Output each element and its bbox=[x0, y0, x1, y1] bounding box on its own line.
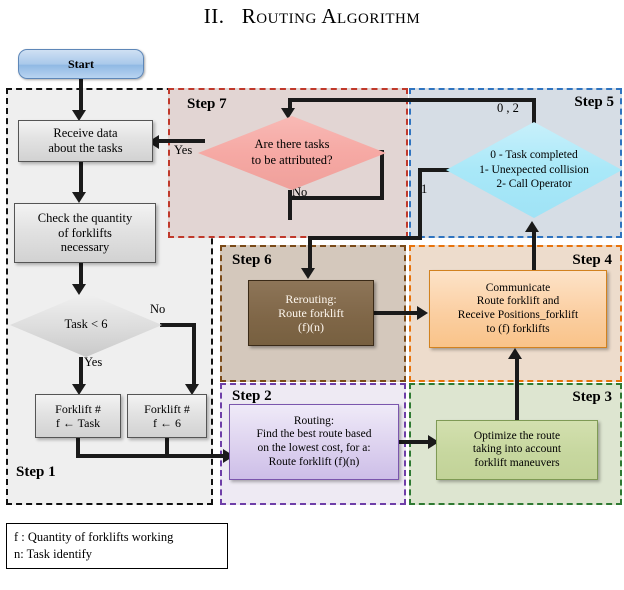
node-forklift-six-line2: f ← 6 bbox=[153, 416, 181, 430]
edge-task-yes-arrowhead bbox=[72, 384, 86, 395]
edge-step4-to-step5 bbox=[532, 228, 536, 272]
edge-step2-to-step3-arrowhead bbox=[428, 435, 439, 449]
edge-status-1-left2 bbox=[308, 236, 422, 240]
region-step-2-label: Step 2 bbox=[232, 388, 272, 404]
edge-step6-to-step4 bbox=[374, 311, 420, 315]
node-tasks-attributed-decision[interactable]: Are there tasks to be attributed? bbox=[198, 116, 386, 190]
node-communicate-line2: Route forklift and bbox=[476, 295, 560, 308]
node-rerouting[interactable]: Rerouting: Route forklift (f)(n) bbox=[248, 280, 374, 346]
node-communicate-line1: Communicate bbox=[485, 281, 551, 294]
node-check-quantity-line1: Check the quantity bbox=[37, 210, 133, 225]
node-optimize[interactable]: Optimize the route taking into account f… bbox=[436, 420, 598, 480]
node-rerouting-line1: Rerouting: bbox=[285, 291, 337, 306]
edge-step1-to-step2-arrowhead bbox=[223, 449, 234, 463]
region-step-1-label: Step 1 bbox=[16, 464, 56, 480]
edge-receive-to-check-arrowhead bbox=[72, 192, 86, 203]
node-optimize-line3: forklift maneuvers bbox=[474, 456, 560, 469]
node-communicate-line3: Receive Positions_forklift bbox=[457, 309, 579, 321]
node-optimize-line2: taking into account bbox=[472, 443, 562, 456]
node-status-decision-text: 0 - Task completed 1- Unexpected collisi… bbox=[446, 122, 622, 218]
node-check-quantity[interactable]: Check the quantity of forklifts necessar… bbox=[14, 203, 156, 263]
node-communicate[interactable]: Communicate Route forklift and Receive P… bbox=[429, 270, 607, 348]
edge-attr-no-right bbox=[288, 196, 384, 200]
node-optimize-line1: Optimize the route bbox=[473, 429, 561, 442]
node-rerouting-line3: (f)(n) bbox=[298, 320, 324, 335]
edge-step2-to-step3 bbox=[399, 440, 432, 444]
edge-start-to-receive-arrowhead bbox=[72, 110, 86, 121]
edge-receive-to-check bbox=[79, 162, 83, 192]
node-task-decision[interactable]: Task < 6 bbox=[10, 293, 162, 357]
edge-status-1-down bbox=[418, 168, 422, 240]
edge-label-attr-yes: Yes bbox=[174, 143, 193, 157]
edge-label-status-1: 1 bbox=[421, 182, 428, 196]
node-rerouting-line2: Route forklift bbox=[278, 305, 344, 320]
node-receive-data[interactable]: Receive data about the tasks bbox=[18, 120, 153, 162]
edge-check-to-task bbox=[79, 263, 83, 285]
node-forklift-task-line1: Forklift # bbox=[55, 401, 101, 416]
node-receive-data-line2: about the tasks bbox=[48, 141, 123, 155]
node-status-decision-line1: 0 - Task completed bbox=[490, 149, 578, 162]
node-tasks-attributed-text: Are there tasks to be attributed? bbox=[198, 116, 386, 190]
edge-attr-yes-left bbox=[155, 139, 205, 143]
edge-label-task-no: No bbox=[150, 302, 166, 316]
node-routing[interactable]: Routing: Find the best route based on th… bbox=[229, 404, 399, 480]
edge-status-1-left bbox=[418, 168, 450, 172]
edge-status-02-arrowhead bbox=[281, 108, 295, 119]
node-status-decision-line3: 2- Call Operator bbox=[496, 178, 572, 191]
edge-status-02-down bbox=[288, 98, 292, 110]
edge-step6-to-step4-arrowhead bbox=[417, 306, 428, 320]
edge-status-02-up bbox=[532, 98, 536, 124]
edge-attr-no-down bbox=[288, 190, 292, 220]
node-task-decision-text: Task < 6 bbox=[10, 293, 162, 357]
edge-forklift-left-down bbox=[76, 438, 80, 456]
edge-status-02-left bbox=[288, 98, 536, 102]
node-tasks-attributed-line1: Are there tasks bbox=[254, 137, 330, 152]
edge-label-task-yes: Yes bbox=[84, 355, 103, 369]
node-routing-line4: Route forklift (f)(n) bbox=[268, 455, 360, 468]
region-step-4-label: Step 4 bbox=[572, 252, 612, 268]
legend-line-2: n: Task identify bbox=[14, 546, 93, 561]
edge-task-no-horizontal bbox=[160, 323, 196, 327]
edge-task-no-arrowhead bbox=[185, 384, 199, 395]
edge-step4-to-step5-arrowhead bbox=[525, 221, 539, 232]
edge-attr-yes-arrowhead bbox=[148, 135, 159, 149]
edge-step3-to-step4-arrowhead bbox=[508, 348, 522, 359]
node-status-decision-line2: 1- Unexpected collision bbox=[479, 163, 589, 176]
node-forklift-task[interactable]: Forklift # f ← Task bbox=[35, 394, 121, 438]
node-receive-data-line1: Receive data bbox=[53, 126, 118, 141]
region-step-6-label: Step 6 bbox=[232, 252, 272, 268]
edge-task-no-vertical bbox=[192, 323, 196, 385]
node-start-label: Start bbox=[68, 56, 94, 71]
region-step-3-label: Step 3 bbox=[572, 389, 612, 405]
node-routing-line3: on the lowest cost, for a: bbox=[257, 442, 371, 454]
node-routing-line2: Find the best route based bbox=[256, 428, 372, 441]
node-forklift-six[interactable]: Forklift # f ← 6 bbox=[127, 394, 207, 438]
edge-label-status-02: 0 , 2 bbox=[497, 101, 519, 115]
node-tasks-attributed-line2: to be attributed? bbox=[251, 153, 333, 167]
edge-forklift-merge-bus bbox=[76, 454, 227, 458]
node-forklift-six-line1: Forklift # bbox=[144, 401, 190, 416]
node-task-decision-label: Task < 6 bbox=[64, 317, 108, 332]
edge-forklift-right-down bbox=[165, 438, 169, 456]
node-check-quantity-line3: necessary bbox=[60, 240, 110, 255]
edge-status-1-down2 bbox=[308, 236, 312, 268]
node-communicate-line4: to (f) forklifts bbox=[486, 322, 550, 335]
edge-status-1-arrowhead bbox=[301, 268, 315, 279]
edge-label-attr-no: No bbox=[292, 185, 308, 199]
edge-attr-no-up bbox=[380, 150, 384, 200]
node-check-quantity-line2: of forklifts bbox=[58, 225, 112, 240]
node-status-decision[interactable]: 0 - Task completed 1- Unexpected collisi… bbox=[446, 122, 622, 218]
page-title: II. Routing Algorithm bbox=[203, 3, 421, 28]
node-routing-line1: Routing: bbox=[293, 414, 335, 427]
node-forklift-task-line2: f ← Task bbox=[55, 416, 101, 430]
region-step-7-label: Step 7 bbox=[187, 96, 227, 112]
edge-check-to-task-arrowhead bbox=[72, 284, 86, 295]
legend-line-1: f : Quantity of forklifts working bbox=[14, 530, 174, 544]
legend-box: f : Quantity of forklifts working n: Tas… bbox=[6, 523, 228, 569]
edge-start-to-receive bbox=[79, 79, 83, 111]
edge-task-yes bbox=[79, 357, 83, 385]
edge-step3-to-step4 bbox=[515, 355, 519, 422]
region-step-5-label: Step 5 bbox=[574, 94, 614, 110]
node-start[interactable]: Start bbox=[18, 49, 144, 79]
